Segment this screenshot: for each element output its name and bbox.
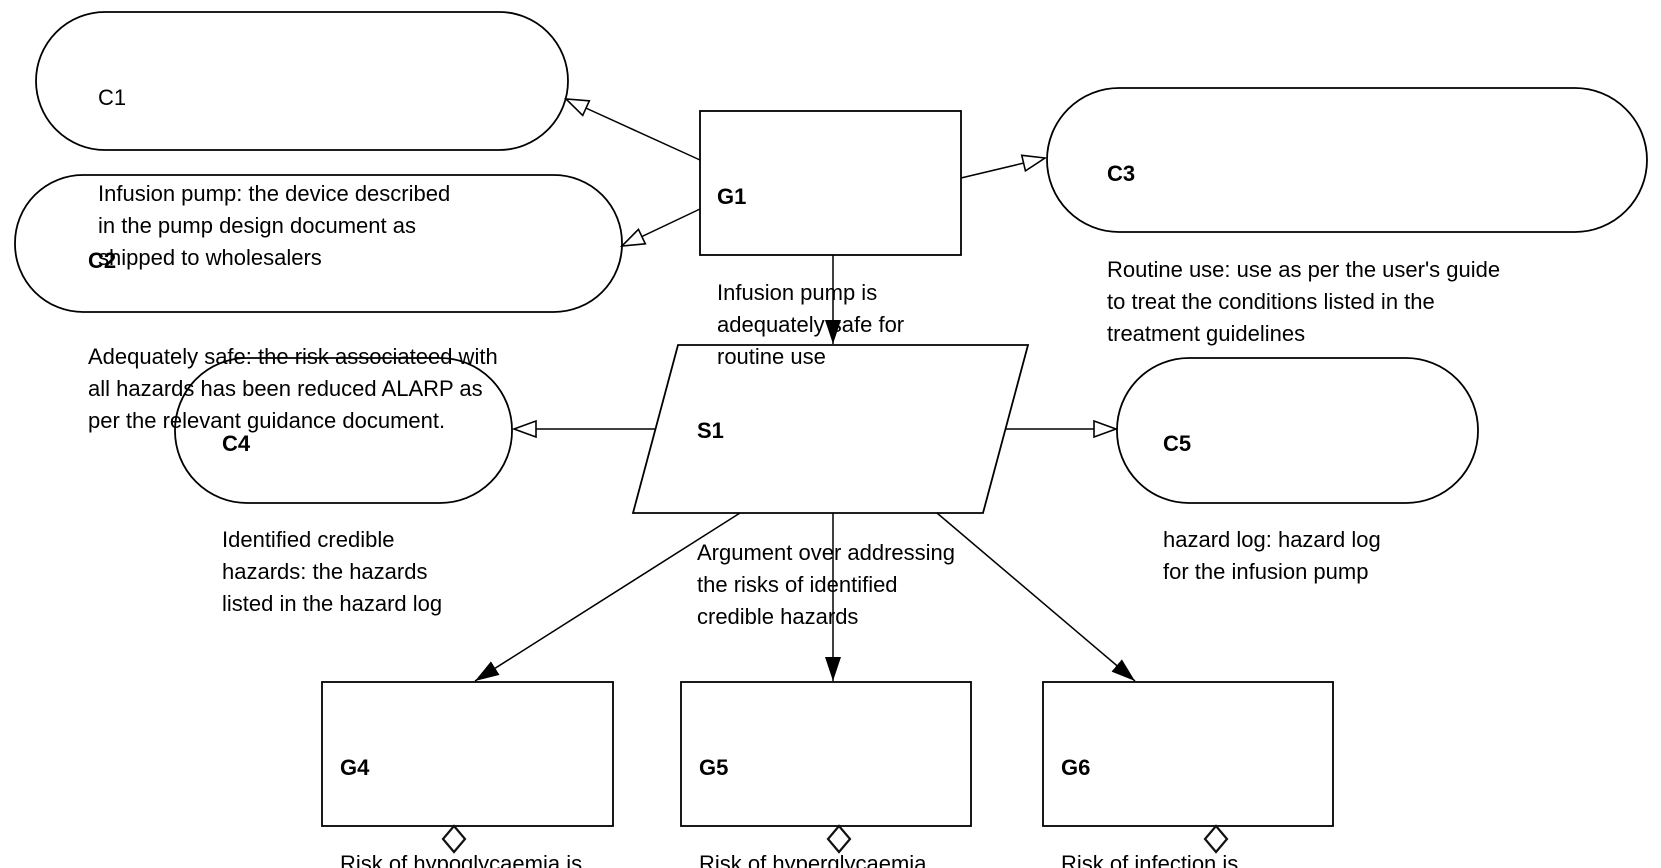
edge-s1-g4 (474, 512, 741, 682)
context-c1-shape (35, 11, 569, 151)
node-id-label: G5 (699, 755, 729, 780)
strategy-node-s1: S1 Argument over addressing the risks of… (697, 351, 955, 697)
context-node-c2: C2 Adequately safe: the risk associateed… (88, 181, 498, 501)
edge-g1-c3 (960, 154, 1048, 179)
node-body-text: Argument over addressing the risks of id… (697, 540, 956, 629)
context-node-c5: C5 hazard log: hazard log for the infusi… (1163, 364, 1381, 652)
node-body-text: Risk of hyperglycaemia is adequately add… (699, 851, 927, 868)
goal-g1-shape (699, 110, 962, 256)
node-body-text: Infusion pump: the device described in t… (98, 181, 451, 270)
node-id-label: G6 (1061, 755, 1091, 780)
edge-g1-c2 (619, 208, 701, 248)
goal-g4-shape (321, 681, 614, 827)
goal-node-g5: G5 Risk of hyperglycaemia is adequately … (699, 688, 938, 868)
goal-node-g6: G6 Risk of infection is adequately addre… (1061, 688, 1278, 868)
node-body-text: hazard log: hazard log for the infusion … (1163, 527, 1381, 584)
context-node-c3: C3 Routine use: use as per the user's gu… (1107, 94, 1500, 414)
node-id-label: C2 (88, 248, 117, 273)
node-id-label: C4 (222, 431, 251, 456)
node-body-text: Identified credible hazards: the hazards… (222, 527, 443, 616)
strategy-s1-shape (631, 344, 1030, 514)
node-body-text: Adequately safe: the risk associateed wi… (88, 344, 498, 433)
node-id-label: C1 (98, 85, 127, 110)
goal-node-g4: G4 Risk of hypoglycaemia is adequately a… (340, 688, 582, 868)
node-id-label: C5 (1163, 431, 1192, 456)
goal-g6-shape (1042, 681, 1334, 827)
goal-node-g1: G1 Infusion pump is adequately safe for … (717, 117, 904, 437)
context-node-c1: C1 Infusion pump: the device described i… (98, 18, 450, 338)
edge-g1-c1 (563, 98, 701, 161)
node-id-label: G4 (340, 755, 370, 780)
node-id-label: G1 (717, 184, 747, 209)
context-node-c4: C4 Identified credible hazards: the haza… (222, 364, 442, 684)
node-id-label: C3 (1107, 161, 1136, 186)
undeveloped-diamond-icon-g4 (441, 824, 467, 854)
node-body-text: Risk of hypoglycaemia is adequately addr… (340, 851, 583, 868)
undeveloped-diamond-icon-g6 (1203, 824, 1229, 854)
node-body-text: Risk of infection is adequately addresse… (1061, 851, 1239, 868)
node-body-text: Infusion pump is adequately safe for rou… (717, 280, 905, 369)
edge-s1-g6 (936, 512, 1136, 682)
node-id-label: S1 (697, 418, 724, 443)
goal-g5-shape (680, 681, 972, 827)
node-body-text: Routine use: use as per the user's guide… (1107, 257, 1501, 346)
undeveloped-diamond-icon-g5 (826, 824, 852, 854)
